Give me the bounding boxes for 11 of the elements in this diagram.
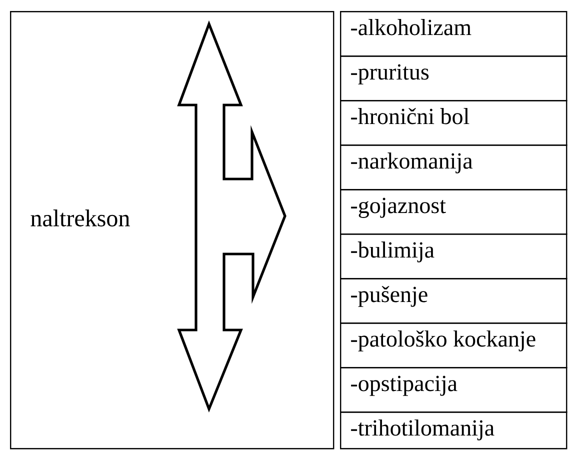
list-cell: -pušenje <box>340 278 568 324</box>
list-cell: -pruritus <box>340 56 568 102</box>
list-cell: -trihotilomanija <box>340 411 568 450</box>
list-cell: -narkomanija <box>340 144 568 190</box>
list-cell: -hronični bol <box>340 100 568 146</box>
list-cell: -bulimija <box>340 234 568 280</box>
list-cell: -alkoholizam <box>340 11 568 57</box>
list-cell: -opstipacija <box>340 366 568 413</box>
list-cell: -gojaznost <box>340 189 568 235</box>
list-cell: -patološko kockanje <box>340 322 568 368</box>
drug-box: naltrekson <box>10 11 334 450</box>
